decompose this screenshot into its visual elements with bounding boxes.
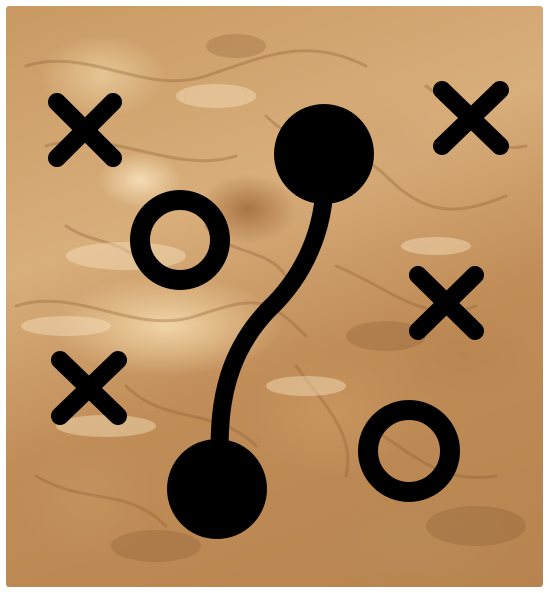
o-mark-left — [140, 200, 220, 280]
x-mark-bottom-left — [60, 360, 118, 416]
x-mark-top-right — [442, 90, 500, 146]
route-end-dot — [167, 439, 267, 539]
x-mark-middle-right — [418, 275, 475, 331]
route-line — [218, 160, 325, 485]
x-mark-top-left — [57, 102, 113, 158]
route-start-dot — [274, 104, 374, 204]
o-mark-bottom-right — [368, 410, 450, 492]
